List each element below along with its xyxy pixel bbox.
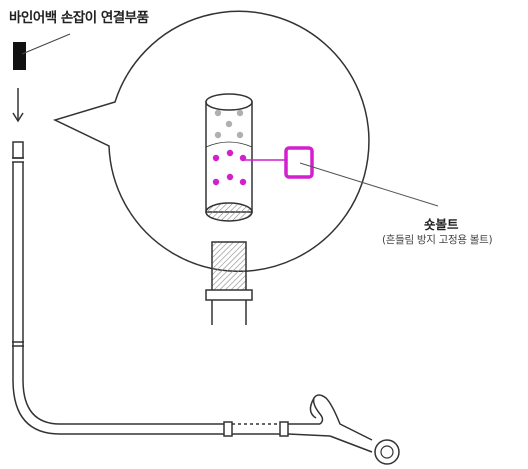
connector-part-black (13, 42, 26, 70)
bolt-cylinder (205, 93, 253, 222)
hole-dots-gray (214, 109, 244, 139)
hook-end (374, 439, 400, 465)
title-leader-line (21, 33, 71, 55)
down-arrow-icon (12, 88, 24, 123)
short-bolt-description: (흔들림 방지 고정용 볼트) (382, 234, 493, 246)
lower-connector (205, 241, 253, 325)
page-title: 바인어백 손잡이 연결부품 (9, 10, 149, 26)
short-bolt-highlight (284, 146, 314, 179)
handle-rod (12, 141, 373, 453)
label-leader-line (299, 162, 439, 207)
short-bolt-label: 숏볼트 (424, 217, 459, 232)
